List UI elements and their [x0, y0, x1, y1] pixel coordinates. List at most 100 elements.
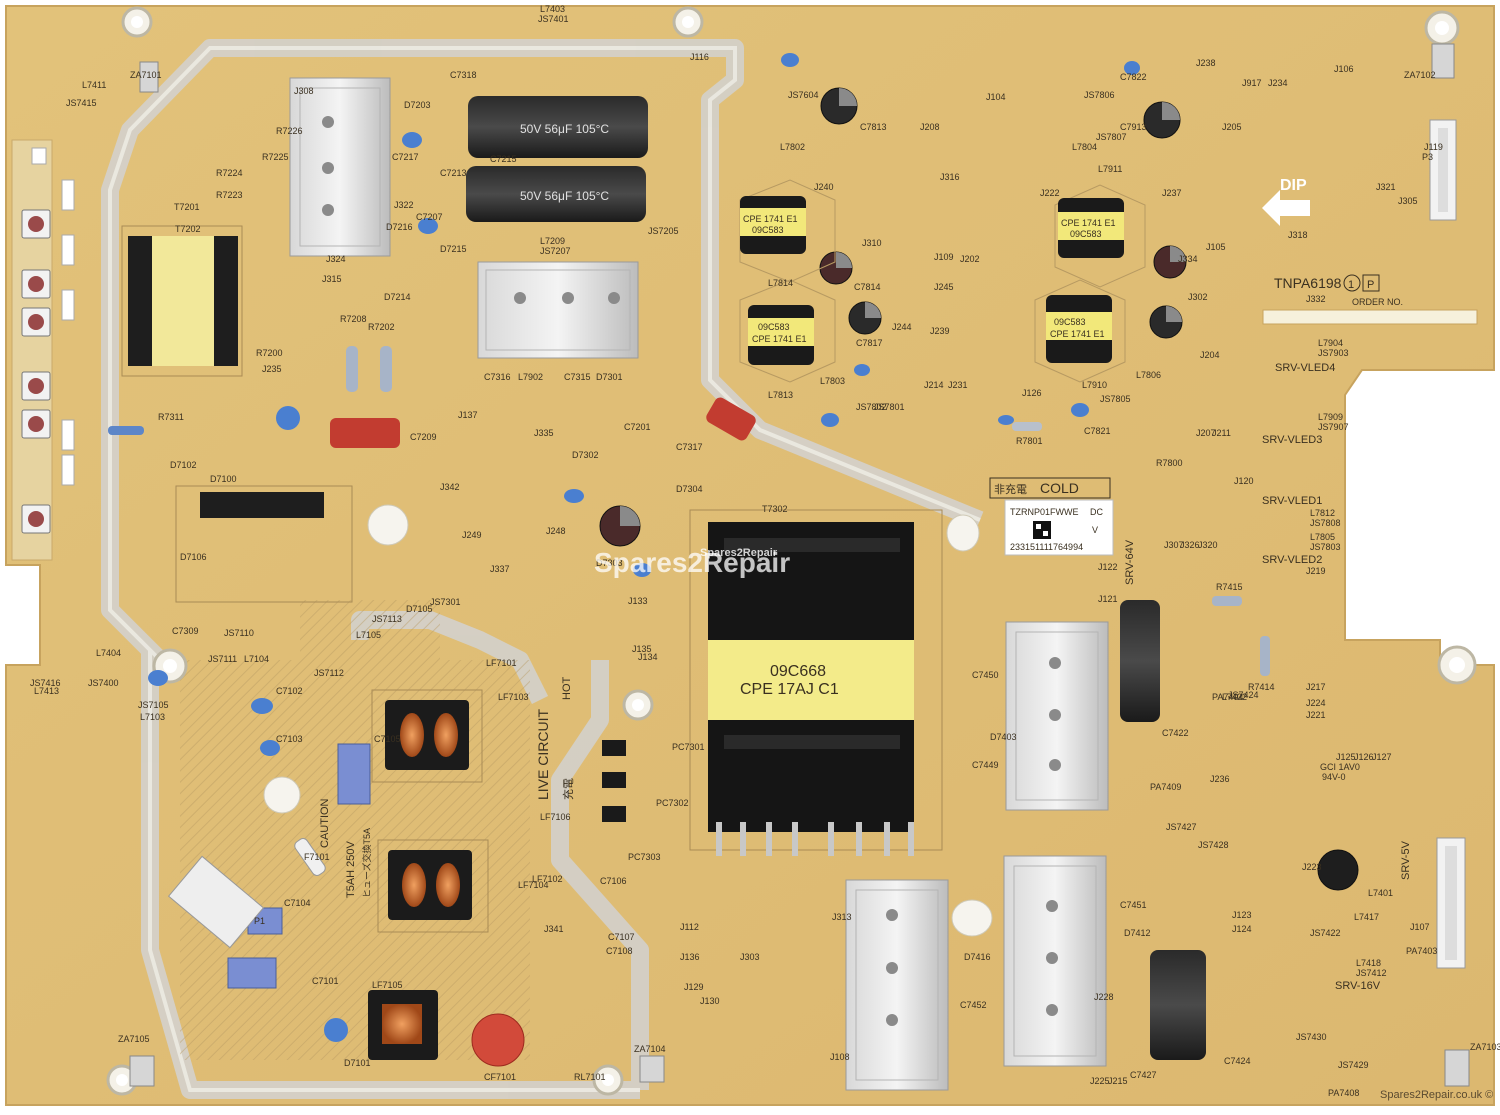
ref-designator: PA7403 [1406, 946, 1437, 956]
ref-designator: C7427 [1130, 1070, 1157, 1080]
ref-designator: C7209 [410, 432, 437, 442]
ref-designator: L7401 [1368, 888, 1393, 898]
axial-resistor-2 [346, 346, 358, 392]
ref-designator: J224 [1306, 698, 1326, 708]
ref-designator: J237 [1162, 188, 1182, 198]
ref-designator: T7201 [174, 202, 200, 212]
heatsink-bottom-right [1003, 855, 1107, 1067]
ref-designator: J222 [1040, 188, 1060, 198]
caution-label: CAUTION [319, 798, 331, 848]
ref-designator: J235 [262, 364, 282, 374]
ref-designator: J240 [814, 182, 834, 192]
ref-designator: LF7104 [518, 880, 549, 890]
ref-designator: JS7808 [1310, 518, 1341, 528]
ref-designator: ZA7101 [130, 70, 162, 80]
ref-designator: J123 [1232, 910, 1252, 920]
ref-designator: L7404 [96, 648, 121, 658]
standoff-1 [367, 504, 409, 546]
film-cap-1 [330, 418, 400, 448]
tact-switch-5 [21, 409, 51, 439]
ref-designator: JS7110 [224, 628, 254, 638]
ref-designator: J334 [1178, 254, 1198, 264]
ref-designator: C7817 [856, 338, 883, 348]
ref-designator: C7452 [960, 1000, 987, 1010]
watermark: Spares2Repair [594, 547, 790, 578]
ref-designator: R7414 [1248, 682, 1275, 692]
board-model-suffix-1: 1 [1348, 279, 1354, 291]
ref-designator: J211 [1212, 428, 1231, 438]
electrolytic-cap-bottom-right [1150, 950, 1206, 1060]
ref-designator: T7202 [175, 224, 201, 234]
ref-designator: C7106 [600, 876, 627, 886]
output-srv-vled1: SRV-VLED1 [1262, 495, 1322, 507]
ref-designator: J125 [1336, 752, 1356, 762]
ref-designator: R7208 [340, 314, 367, 324]
ref-designator: ZA7102 [1404, 70, 1436, 80]
main-transformer [689, 509, 943, 856]
ref-designator: J112 [680, 922, 699, 932]
ref-designator: JS7112 [314, 668, 344, 678]
ref-designator: PA7404 [1212, 692, 1243, 702]
film-cap-2 [706, 397, 756, 441]
ref-designator: L7418 [1356, 958, 1381, 968]
ref-designator: L7803 [820, 376, 845, 386]
ref-designator: C7101 [312, 976, 339, 986]
ref-designator: J127 [1372, 752, 1392, 762]
ref-designator: D7101 [344, 1058, 371, 1068]
tact-switch-3 [21, 307, 51, 337]
ref-designator: D7412 [1124, 928, 1151, 938]
ref-designator: JS7301 [430, 597, 461, 607]
ref-designator: J236 [1210, 774, 1230, 784]
radial-cap-7 [599, 505, 641, 547]
choke-br-a: 09C583 [1054, 317, 1086, 327]
radial-cap-5 [1153, 245, 1187, 279]
standoff-2 [946, 514, 980, 552]
ref-designator: J126 [1354, 752, 1374, 762]
ref-designator: J108 [830, 1052, 850, 1062]
output-srv-vled4: SRV-VLED4 [1275, 362, 1335, 374]
ref-designator: J321 [1376, 182, 1396, 192]
ref-designator: J228 [1094, 992, 1114, 1002]
ref-designator: JS7802 [856, 402, 887, 412]
radial-cap-2 [1143, 101, 1181, 139]
silkscreen-text: TNPA6198 1 P ORDER NO. DIP 非充電 COLD LIVE… [319, 177, 1412, 992]
ref-designator: D7203 [404, 100, 431, 110]
standby-transformer [121, 225, 243, 377]
live-kanji: 充電 [561, 778, 575, 800]
ref-designator: JS7105 [138, 700, 169, 710]
electrolytic-cap-vertical-right [1120, 600, 1160, 722]
ref-designator: D7215 [440, 244, 467, 254]
heatsink-top-center [477, 261, 639, 359]
ref-designator: R7415 [1216, 582, 1243, 592]
sticker-suffix: DC [1090, 507, 1103, 517]
ref-designator: J917 [1242, 78, 1262, 88]
radial-cap-8 [1317, 849, 1359, 891]
ref-designator: L7411 [82, 80, 106, 90]
cold-label: COLD [1040, 480, 1079, 496]
ref-designator: P1 [254, 916, 265, 926]
ref-designator: JS7429 [1338, 1060, 1369, 1070]
ref-designator: C7316 [484, 372, 511, 382]
ref-designator: R7202 [368, 322, 395, 332]
ref-designator: J208 [920, 122, 940, 132]
ref-designator: J249 [462, 530, 482, 540]
optocouplers [602, 740, 626, 822]
standoff-4 [951, 899, 993, 937]
output-srv-64v: SRV-64V [1124, 539, 1136, 585]
ul-mark: GCI 1AV0 [1320, 762, 1360, 772]
ref-designator: D7216 [386, 222, 413, 232]
ground-lug-5 [129, 1055, 155, 1087]
ref-designator: C7450 [972, 670, 999, 680]
axial-resistor-3 [380, 346, 392, 392]
ref-designator: J223 [1302, 862, 1322, 872]
ref-designator: D7100 [210, 474, 237, 484]
ref-designator: D7106 [180, 552, 207, 562]
ref-designator: PA7408 [1328, 1088, 1359, 1098]
choke-tr-b: 09C583 [1070, 229, 1102, 239]
ref-designator: C7104 [284, 898, 311, 908]
ref-designator: L7804 [1072, 142, 1097, 152]
mounting-hole-center [622, 689, 654, 721]
ref-designator: JS7113 [372, 614, 402, 624]
radial-cap-3 [819, 251, 853, 285]
